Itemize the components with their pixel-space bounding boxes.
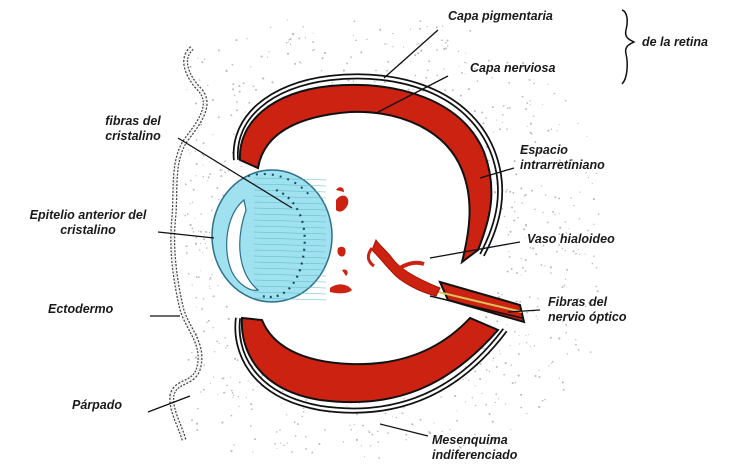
label-espacio-intrarretiniano: Espacio intrarretiniano	[520, 143, 605, 173]
label-vaso-hialoideo: Vaso hialoideo	[527, 232, 615, 247]
label-ectodermo: Ectodermo	[48, 302, 113, 317]
label-fibras-cristalino-line2: cristalino	[78, 129, 188, 144]
ectoderm-line	[172, 48, 205, 440]
label-capa-pigmentaria: Capa pigmentaria	[448, 9, 553, 24]
label-fibras-cristalino-line1: fibras del	[78, 114, 188, 129]
label-de-la-retina: de la retina	[642, 35, 708, 50]
label-fibras-nervio-optico: Fibras del nervio óptico	[548, 295, 626, 325]
label-fibras-nervio-line2: nervio óptico	[548, 310, 626, 325]
label-fibras-cristalino: fibras del cristalino	[78, 114, 188, 144]
retina-brace	[622, 10, 634, 84]
nervous-layer-lower	[242, 318, 498, 402]
label-espacio-line2: intrarretiniano	[520, 158, 605, 173]
label-epitelio-anterior: Epitelio anterior del cristalino	[8, 208, 168, 238]
hyaloid-vessel	[372, 240, 440, 296]
label-capa-nerviosa: Capa nerviosa	[470, 61, 555, 76]
lens	[212, 170, 332, 302]
label-parpado: Párpado	[72, 398, 122, 413]
label-epitelio-line1: Epitelio anterior del	[8, 208, 168, 223]
vessel-fragments	[330, 187, 352, 293]
label-mesenquima-line1: Mesenquima	[432, 433, 517, 448]
label-mesenquima-line2: indiferenciado	[432, 448, 517, 463]
label-fibras-nervio-line1: Fibras del	[548, 295, 626, 310]
label-espacio-line1: Espacio	[520, 143, 605, 158]
label-epitelio-line2: cristalino	[8, 223, 168, 238]
label-mesenquima: Mesenquima indiferenciado	[432, 433, 517, 463]
